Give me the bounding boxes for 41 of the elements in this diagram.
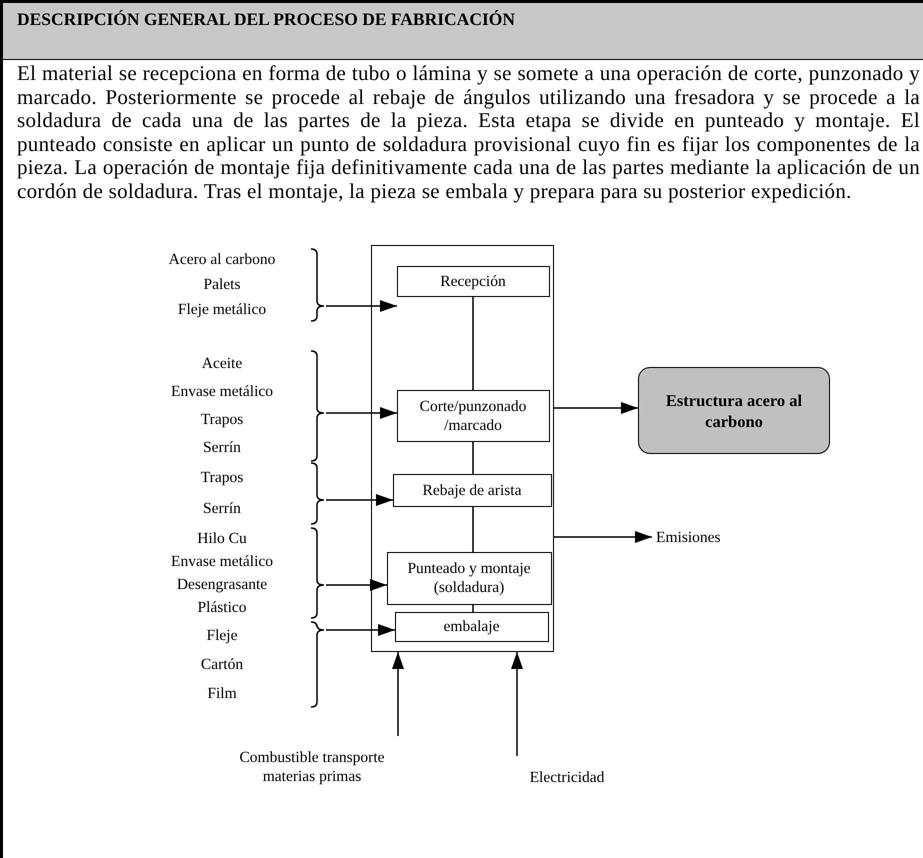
input-label: Serrín xyxy=(202,500,242,518)
connector-line xyxy=(472,442,474,474)
process-box: Recepción xyxy=(396,266,550,296)
connector-line xyxy=(472,507,474,552)
input-label: Desengrasante xyxy=(176,576,268,594)
connector-line xyxy=(472,605,474,612)
product-box: Estructura acero al carbono xyxy=(638,367,830,454)
input-label: Fleje xyxy=(206,626,238,644)
process-box: embalaje xyxy=(394,612,548,642)
process-box: Corte/punzonado /marcado xyxy=(396,390,550,442)
input-label: Aceite xyxy=(200,355,244,373)
input-label: Trapos xyxy=(200,468,244,487)
arrow xyxy=(326,494,393,506)
input-label: Hilo Cu xyxy=(196,530,248,548)
description-paragraph: El material se recepciona en forma de tubo o lámina y se somete a una operación de corte, punzonado y marcado. Posteriormente se procede al rebaje de ángulos utilizando una fresadora y se procede a la soldadura de cada una de las partes de la pieza. Esta etapa se divide en punteado y montaje. El punteado consiste en aplicar un punto de soldadura provisional cuyo fin es fijar los componentes de la pieza. La operación de montaje fija definitivamente cada una de las partes mediante la aplicación de un cordón de soldadura. Tras el montaje, la pieza se embala y prepara para su posterior expedición. xyxy=(17,62,920,203)
input-label: Envase metálico xyxy=(170,383,274,401)
arrow xyxy=(326,579,387,591)
arrow xyxy=(392,652,404,736)
input-label: Fleje metálico xyxy=(176,300,268,319)
title: DESCRIPCIÓN GENERAL DEL PROCESO DE FABRICACIÓN xyxy=(17,9,516,30)
output-label: Emisiones xyxy=(652,528,742,552)
arrow xyxy=(326,300,397,312)
process-boundary xyxy=(371,245,554,652)
process-box: Punteado y montaje (soldadura) xyxy=(386,552,552,604)
input-label: Acero al carbono xyxy=(168,251,276,270)
input-label: Envase metálico xyxy=(170,552,274,570)
arrow xyxy=(554,402,638,414)
input-label: Electricidad xyxy=(500,768,634,792)
arrow xyxy=(326,407,397,419)
input-label: Plástico xyxy=(196,598,248,616)
input-label: Trapos xyxy=(200,411,244,429)
input-label: Film xyxy=(206,684,238,702)
arrow xyxy=(554,531,652,543)
input-label: Combustible transporte materias primas xyxy=(222,748,402,800)
input-label: Cartón xyxy=(200,656,244,674)
input-label: Palets xyxy=(202,276,242,294)
input-label: Serrín xyxy=(202,439,242,457)
arrow xyxy=(326,624,395,636)
connector-line xyxy=(472,297,474,390)
arrow xyxy=(511,652,523,756)
process-box: Rebaje de arista xyxy=(392,474,552,506)
